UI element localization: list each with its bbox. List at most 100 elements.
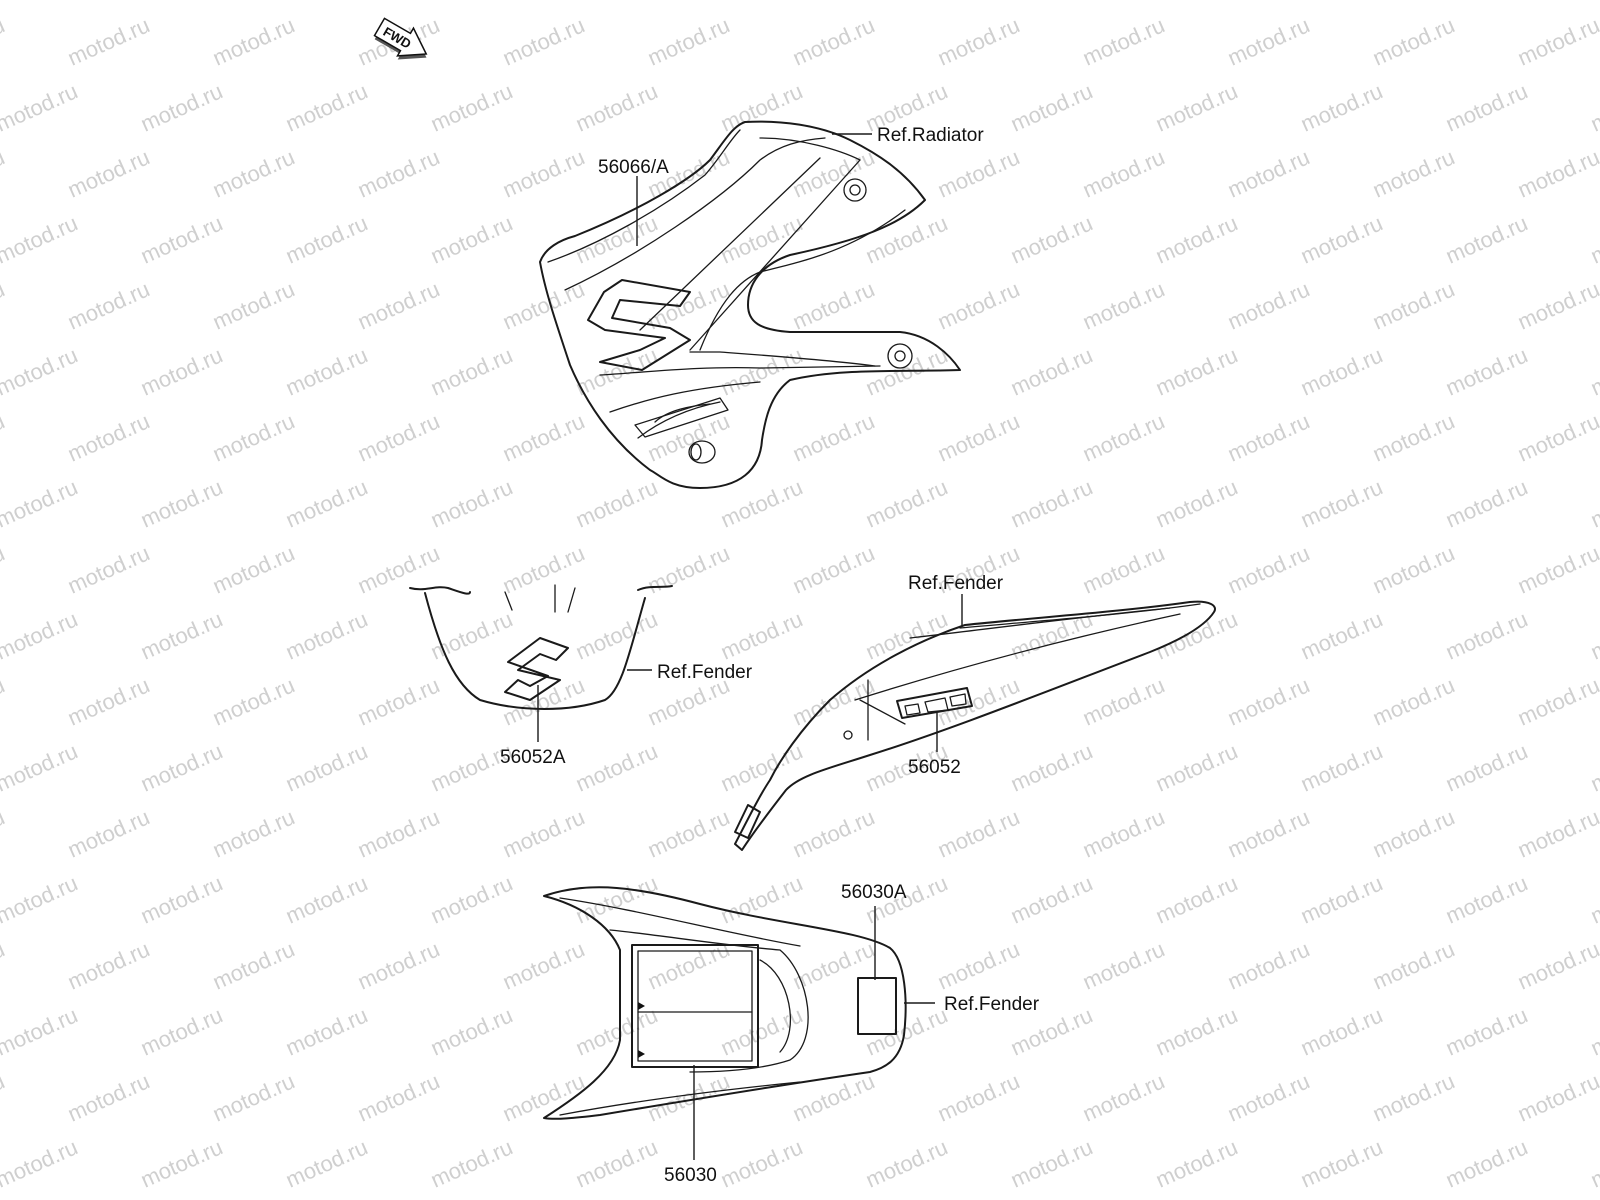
watermark-text: motod.ru <box>1442 0 1531 5</box>
watermark-text: motod.ru <box>572 0 661 5</box>
watermark-text: motod.ru <box>427 0 516 5</box>
watermark-text: motod.ru <box>934 276 1023 334</box>
watermark-text: motod.ru <box>282 210 371 268</box>
watermark-text: motod.ru <box>717 870 806 928</box>
watermark-text: motod.ru <box>0 78 81 136</box>
watermark-text: motod.ru <box>1152 870 1241 928</box>
watermark-text: motod.ru <box>137 78 226 136</box>
watermark-text: motod.ru <box>137 738 226 796</box>
watermark-text: motod.ru <box>1079 144 1168 202</box>
watermark-text: motod.ru <box>1442 1002 1531 1060</box>
watermark-text: motod.ru <box>1152 0 1241 5</box>
watermark-text: motod.ru <box>1442 1134 1531 1192</box>
watermark-text: motod.ru <box>934 936 1023 994</box>
watermark-text: motod.ru <box>282 1134 371 1192</box>
watermark-text: motod.ru <box>1297 78 1386 136</box>
watermark-text: motod.ru <box>1297 870 1386 928</box>
watermark-text: motod.ru <box>0 1002 81 1060</box>
watermark-text: motod.ru <box>64 540 153 598</box>
watermark-text: motod.ru <box>64 936 153 994</box>
watermark-text: motod.ru <box>499 804 588 862</box>
watermark-text: motod.ru <box>1369 1068 1458 1126</box>
watermark-text: motod.ru <box>354 276 443 334</box>
watermark-text: motod.ru <box>1297 474 1386 532</box>
watermark-text: motod.ru <box>0 540 8 598</box>
watermark-text: motod.ru <box>572 606 661 664</box>
watermark-text: motod.ru <box>862 0 951 5</box>
watermark-text: motod.ru <box>1152 474 1241 532</box>
watermark-text: motod.ru <box>1079 804 1168 862</box>
watermark-text: motod.ru <box>0 804 8 862</box>
watermark-text: motod.ru <box>64 144 153 202</box>
watermark-text: motod.ru <box>1152 342 1241 400</box>
watermark-text: motod.ru <box>1514 144 1600 202</box>
watermark-text: motod.ru <box>499 12 588 70</box>
watermark-text: motod.ru <box>499 408 588 466</box>
watermark-text: motod.ru <box>1224 276 1313 334</box>
watermark-text: motod.ru <box>0 210 81 268</box>
watermark-text: motod.ru <box>282 474 371 532</box>
watermark-text: motod.ru <box>1587 342 1600 400</box>
watermark-text: motod.ru <box>0 1134 81 1192</box>
watermark-text: motod.ru <box>137 1002 226 1060</box>
watermark-text: motod.ru <box>1297 210 1386 268</box>
label-ref-radiator: Ref.Radiator <box>877 125 984 146</box>
watermark-text: motod.ru <box>789 540 878 598</box>
watermark-text: motod.ru <box>934 804 1023 862</box>
watermark-text: motod.ru <box>354 672 443 730</box>
watermark-text: motod.ru <box>934 1068 1023 1126</box>
watermark-text: motod.ru <box>1152 210 1241 268</box>
watermark-text: motod.ru <box>1152 738 1241 796</box>
watermark-text: motod.ru <box>64 804 153 862</box>
watermark-text: motod.ru <box>572 870 661 928</box>
watermark-text: motod.ru <box>1007 342 1096 400</box>
watermark-text: motod.ru <box>862 474 951 532</box>
watermark-text: motod.ru <box>789 672 878 730</box>
watermark-text: motod.ru <box>934 408 1023 466</box>
label-part-56030a: 56030A <box>841 882 907 903</box>
watermark-text: motod.ru <box>1587 1134 1600 1192</box>
watermark-text: motod.ru <box>1587 870 1600 928</box>
watermark-text: motod.ru <box>354 540 443 598</box>
watermark-text: motod.ru <box>1224 144 1313 202</box>
watermark-text: motod.ru <box>499 672 588 730</box>
watermark-text: motod.ru <box>572 474 661 532</box>
watermark-text: motod.ru <box>1079 540 1168 598</box>
watermark-text: motod.ru <box>1514 408 1600 466</box>
watermark-text: motod.ru <box>64 672 153 730</box>
watermark-text: motod.ru <box>1297 342 1386 400</box>
watermark-text: motod.ru <box>137 1134 226 1192</box>
watermark-text: motod.ru <box>1007 0 1096 5</box>
watermark-text: motod.ru <box>1514 12 1600 70</box>
watermark-text: motod.ru <box>1442 342 1531 400</box>
watermark-text: motod.ru <box>1514 276 1600 334</box>
watermark-text: motod.ru <box>789 12 878 70</box>
front-fender-decal <box>409 584 673 710</box>
watermark-text: motod.ru <box>0 0 81 5</box>
labels: Ref.Radiator 56066/A Ref.Fender 56052A R… <box>500 125 1040 1186</box>
watermark-text: motod.ru <box>1369 144 1458 202</box>
watermark-text: motod.ru <box>1224 540 1313 598</box>
watermark-text: motod.ru <box>282 0 371 5</box>
watermark-text: motod.ru <box>209 672 298 730</box>
watermark-text: motod.ru <box>1152 78 1241 136</box>
leader-lines <box>537 133 963 1160</box>
watermark-text: motod.ru <box>1007 738 1096 796</box>
watermark-text: motod.ru <box>1007 474 1096 532</box>
watermark-text: motod.ru <box>789 804 878 862</box>
watermark-text: motod.ru <box>354 936 443 994</box>
watermark-text: motod.ru <box>1369 936 1458 994</box>
watermark-text: motod.ru <box>209 144 298 202</box>
watermark-text: motod.ru <box>717 1002 806 1060</box>
watermark-text: motod.ru <box>0 276 8 334</box>
watermark-text: motod.ru <box>137 870 226 928</box>
watermark-text: motod.ru <box>1369 12 1458 70</box>
watermark-text: motod.ru <box>1587 474 1600 532</box>
watermark-text: motod.ru <box>64 408 153 466</box>
watermark-text: motod.ru <box>0 144 8 202</box>
watermark-text: motod.ru <box>1079 1068 1168 1126</box>
watermark-text: motod.ru <box>137 606 226 664</box>
rear-fender-decal <box>734 600 1216 851</box>
watermark-text: motod.ru <box>64 12 153 70</box>
